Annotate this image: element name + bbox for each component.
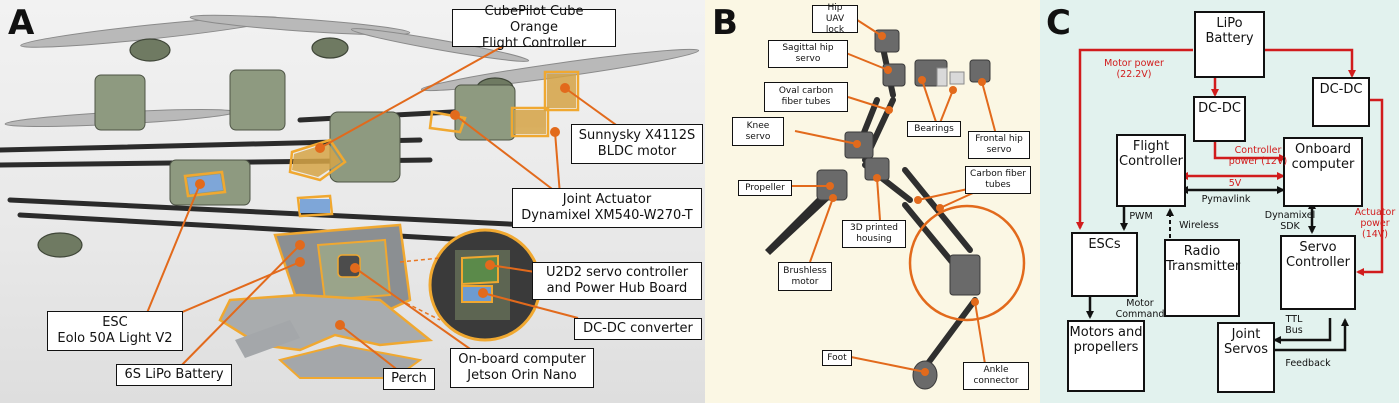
- edge-motor-power: Motor power (22.2V): [1104, 58, 1164, 80]
- node-escs: ESCs: [1071, 232, 1138, 297]
- leg-illustration: [765, 15, 1026, 390]
- label-ankle-connector: Ankle connector: [963, 362, 1029, 390]
- node-joint-servos-label: Joint Servos: [1223, 327, 1268, 357]
- label-flight-controller: CubePilot Cube Orange Flight Controller: [452, 4, 616, 51]
- label-carbon-fiber-tubes: Carbon fiber tubes: [965, 166, 1031, 194]
- label-bldc-motor: Sunnysky X4112S BLDC motor: [571, 124, 703, 164]
- node-joint-servos: Joint Servos: [1217, 322, 1275, 393]
- label-knee-servo: Knee servo: [732, 117, 784, 146]
- edge-ttl-bus: TTL Bus: [1285, 314, 1303, 336]
- panel-c-letter: C: [1046, 3, 1071, 43]
- node-servo-controller: Servo Controller: [1280, 235, 1356, 310]
- node-escs-label: ESCs: [1088, 237, 1121, 252]
- panel-c: C LiPo Battery DC-DC DC-DC Flight Contro…: [1040, 0, 1399, 403]
- label-hip-uav-lock: Hip UAV lock: [812, 3, 858, 35]
- label-oval-carbon-tubes: Oval carbon fiber tubes: [764, 82, 848, 112]
- panel-a: A CubePilot Cube Orange Flight Controlle…: [0, 0, 705, 403]
- label-esc: ESC Eolo 50A Light V2: [47, 311, 183, 351]
- edge-feedback: Feedback: [1285, 358, 1331, 369]
- label-dcdc-converter: DC-DC converter: [574, 318, 702, 340]
- node-flight-controller-label: Flight Controller: [1119, 139, 1183, 169]
- node-lipo-battery: LiPo Battery: [1194, 11, 1265, 78]
- label-frontal-hip-servo: Frontal hip servo: [968, 131, 1030, 159]
- label-brushless-motor: Brushless motor: [778, 262, 832, 291]
- label-bearings: Bearings: [907, 121, 961, 137]
- node-flight-controller: Flight Controller: [1116, 134, 1186, 207]
- panel-b: B Hip UAV lock Sagittal hip servo Oval c…: [705, 0, 1040, 403]
- edge-pwm: PWM: [1129, 211, 1153, 222]
- label-battery: 6S LiPo Battery: [116, 364, 232, 386]
- node-dcdc-actuator-label: DC-DC: [1319, 82, 1363, 97]
- node-radio-transmitter-label: Radio Transmitter: [1166, 244, 1241, 274]
- node-onboard-computer-label: Onboard computer: [1291, 142, 1355, 172]
- label-servo-controller: U2D2 servo controller and Power Hub Boar…: [532, 262, 702, 300]
- node-radio-transmitter: Radio Transmitter: [1164, 239, 1240, 317]
- label-perch: Perch: [383, 368, 435, 390]
- node-dcdc-controller: DC-DC: [1193, 96, 1246, 142]
- edge-dynamixel-sdk: Dynamixel SDK: [1264, 210, 1316, 232]
- label-joint-actuator: Joint Actuator Dynamixel XM540-W270-T: [512, 188, 702, 228]
- label-onboard-computer: On-board computer Jetson Orin Nano: [450, 348, 594, 388]
- edge-actuator-power: Actuator power (14V): [1354, 207, 1396, 240]
- node-dcdc-controller-label: DC-DC: [1198, 101, 1241, 116]
- label-3d-printed-housing: 3D printed housing: [842, 220, 906, 248]
- label-foot: Foot: [822, 350, 852, 366]
- drone-illustration: [0, 14, 700, 379]
- node-dcdc-actuator: DC-DC: [1312, 77, 1370, 127]
- panel-b-letter: B: [712, 3, 738, 43]
- node-servo-controller-label: Servo Controller: [1286, 240, 1350, 270]
- node-motors-propellers: Motors and propellers: [1067, 320, 1145, 392]
- edge-pymavlink: Pymavlink: [1201, 194, 1251, 205]
- node-lipo-battery-label: LiPo Battery: [1205, 16, 1254, 46]
- edge-5v: 5V: [1228, 178, 1242, 189]
- edge-controller-power: Controller power (12V): [1228, 145, 1288, 167]
- node-motors-propellers-label: Motors and propellers: [1069, 325, 1143, 355]
- node-onboard-computer: Onboard computer: [1283, 137, 1363, 207]
- panel-a-letter: A: [8, 3, 35, 43]
- label-propeller: Propeller: [738, 180, 792, 196]
- label-sagittal-hip-servo: Sagittal hip servo: [768, 40, 848, 68]
- edge-wireless: Wireless: [1179, 220, 1219, 231]
- edge-motor-command: Motor Command: [1115, 298, 1165, 320]
